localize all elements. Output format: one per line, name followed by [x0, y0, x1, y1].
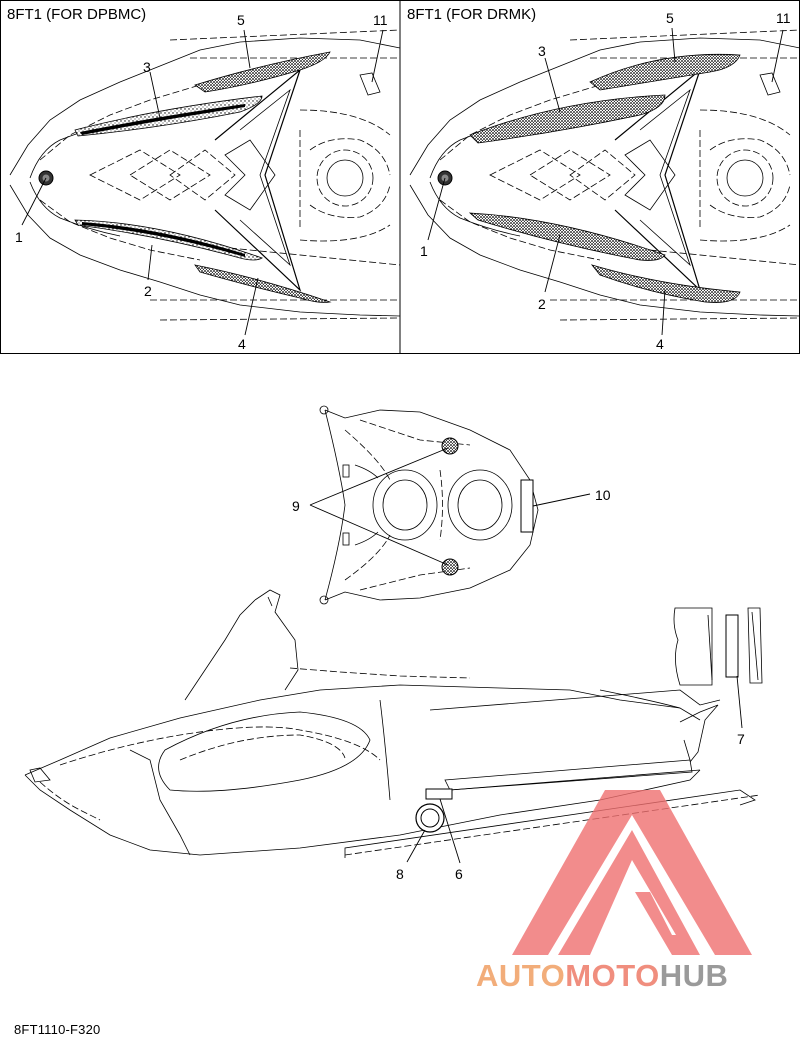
panel-drmk: 8FT1 (FOR DRMK) 1 2 3 4 5 11 — [407, 6, 800, 352]
watermark-text: AUTOMOTOHUB — [476, 958, 728, 994]
emblem-9-top — [441, 437, 459, 455]
callout-11: 11 — [373, 12, 388, 28]
callout-4: 4 — [238, 336, 246, 352]
graphic-2-dpbmc — [74, 219, 263, 261]
label-10 — [520, 479, 534, 533]
graphic-5-drmk — [589, 53, 741, 91]
callout-5: 5 — [666, 10, 674, 26]
watermark-auto: AUTO — [476, 958, 566, 993]
callout-2: 2 — [538, 296, 546, 312]
panel-title-dpbmc: 8FT1 (FOR DPBMC) — [7, 6, 146, 23]
hull-side-view: 7 8 6 — [24, 589, 763, 882]
callout-2: 2 — [144, 283, 152, 299]
graphic-3-drmk — [469, 94, 666, 144]
callout-3: 3 — [143, 59, 151, 75]
graphic-5-dpbmc — [194, 51, 331, 93]
emblem-9-bottom — [441, 558, 459, 576]
callout-5: 5 — [237, 12, 245, 28]
callout-6: 6 — [455, 866, 463, 882]
seat-top-view: 9 10 — [292, 405, 611, 605]
watermark-triangle — [512, 790, 752, 955]
watermark-hub: HUB — [659, 958, 729, 993]
callout-4: 4 — [656, 336, 664, 352]
callout-9: 9 — [292, 498, 300, 514]
callout-10: 10 — [595, 487, 611, 503]
drawing-code: 8FT1110-F320 — [14, 1022, 101, 1037]
decal-7-strip — [725, 614, 739, 678]
label-6 — [425, 788, 453, 800]
callout-11: 11 — [776, 10, 791, 26]
callout-8: 8 — [396, 866, 404, 882]
emblem-8 — [415, 803, 445, 833]
watermark-logo — [512, 790, 752, 955]
graphic-4-drmk — [590, 264, 741, 303]
callout-1: 1 — [15, 229, 23, 245]
panel-title-drmk: 8FT1 (FOR DRMK) — [407, 6, 536, 23]
graphic-4-dpbmc — [194, 264, 332, 303]
panel-dpbmc: 8FT1 (FOR DPBMC) 1 2 3 4 5 11 — [7, 6, 401, 352]
graphic-2-drmk — [468, 212, 666, 261]
callout-1: 1 — [420, 243, 428, 259]
callout-7: 7 — [737, 731, 745, 747]
watermark-moto: MOTO — [565, 958, 660, 993]
callout-3: 3 — [538, 43, 546, 59]
